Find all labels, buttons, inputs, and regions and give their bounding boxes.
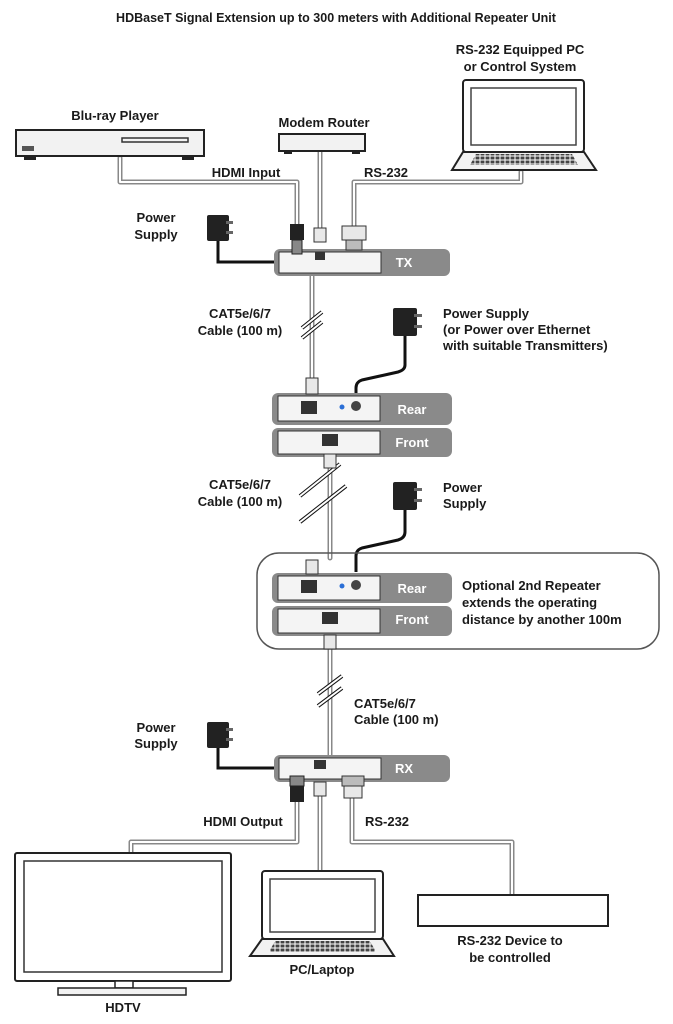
repeater2-note-line1: Optional 2nd Repeater: [462, 578, 601, 593]
pc-label-line1: RS-232 Equipped PC: [456, 42, 585, 57]
tx-power-adapter-icon: [207, 215, 282, 264]
repeater1-power-label-line2: (or Power over Ethernet: [443, 322, 591, 337]
rx-unit-label: RX: [395, 761, 413, 776]
tx-unit-label: TX: [396, 255, 413, 270]
hdtv-icon: [14, 852, 232, 996]
rx-power-label-line1: Power: [136, 720, 175, 735]
repeater1-front-panel: Front: [272, 428, 452, 457]
rx-power-adapter-icon: [207, 722, 282, 770]
bluray-player-icon: [15, 129, 205, 160]
optional-repeater-frame: [256, 552, 660, 650]
pc-label-line2: or Control System: [464, 59, 577, 74]
repeater2-front-panel: Front: [272, 606, 452, 636]
bluray-label: Blu-ray Player: [71, 108, 158, 123]
modem-router-icon: [278, 133, 366, 154]
cable-break-marks: [298, 310, 348, 708]
control-pc-laptop-icon: [450, 79, 598, 171]
repeater2-connectors: [305, 559, 337, 650]
repeater1-power-label-line3: with suitable Transmitters): [442, 338, 608, 353]
rs232-device-icon: [417, 894, 609, 927]
repeater1-connectors: [305, 377, 337, 469]
repeater1-rear-label: Rear: [398, 402, 427, 417]
repeater2-power-label-line2: Supply: [443, 496, 487, 511]
repeater1-front-label: Front: [395, 435, 429, 450]
repeater2-rear-panel: Rear: [272, 573, 452, 603]
rx-hdmi-output-label: HDMI Output: [203, 814, 283, 829]
rs232-device-label-line2: be controlled: [469, 950, 551, 965]
cable2-label-line1: CAT5e/6/7: [209, 477, 271, 492]
rx-power-label-line2: Supply: [134, 736, 178, 751]
cable-break-gaps: [299, 311, 347, 707]
repeater2-note-line3: distance by another 100m: [462, 612, 622, 627]
rx-rs232-label: RS-232: [365, 814, 409, 829]
cable2-label-line2: Cable (100 m): [198, 494, 283, 509]
router-label: Modem Router: [279, 115, 370, 130]
repeater2-front-label: Front: [395, 612, 429, 627]
repeater2-note-line2: extends the operating: [462, 595, 597, 610]
cable3-label-line2: Cable (100 m): [354, 712, 439, 727]
rs232-device-label-line1: RS-232 Device to: [457, 933, 563, 948]
rx-connectors: [289, 760, 365, 802]
repeater1-rear-panel: Rear: [272, 393, 452, 425]
diagram-title: HDBaseT Signal Extension up to 300 meter…: [116, 11, 557, 25]
repeater1-power-label-line1: Power Supply: [443, 306, 530, 321]
tx-power-label-line1: Power: [136, 210, 175, 225]
tx-hdmi-input-label: HDMI Input: [212, 165, 281, 180]
cable3-label-line1: CAT5e/6/7: [354, 696, 416, 711]
cable1-label-line2: Cable (100 m): [198, 323, 283, 338]
repeater2-power-label-line1: Power: [443, 480, 482, 495]
tx-connectors: [290, 224, 367, 260]
tx-power-label-line2: Supply: [134, 227, 178, 242]
hdtv-label: HDTV: [105, 1000, 141, 1015]
laptop-label: PC/Laptop: [290, 962, 355, 977]
repeater2-rear-label: Rear: [398, 581, 427, 596]
tx-rs232-label: RS-232: [364, 165, 408, 180]
laptop-icon: [248, 870, 396, 957]
repeater2-power-adapter-icon: [354, 482, 422, 572]
cable1-label-line1: CAT5e/6/7: [209, 306, 271, 321]
repeater1-power-adapter-icon: [354, 308, 422, 396]
